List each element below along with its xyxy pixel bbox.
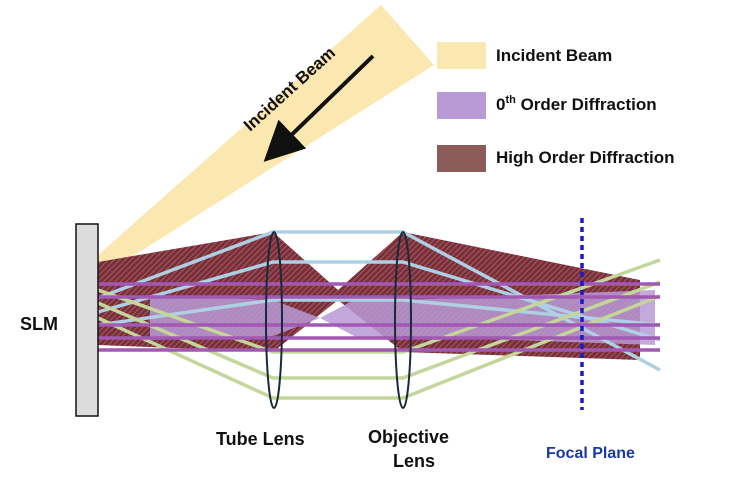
purple-rays [98,282,660,352]
green-rays [97,258,661,400]
tube-lens-label: Tube Lens [216,429,305,449]
focal-plane-label: Focal Plane [546,445,635,462]
objective-lens-label-line2: Lens [393,451,435,471]
blue-rays [97,230,661,372]
objective-lens [394,231,412,409]
legend-label-high-order: High Order Diffraction [496,148,675,167]
slm-device [75,223,99,417]
arrow-down-left-icon [263,54,375,162]
legend-label-zeroth: 0th Order Diffraction [496,94,657,114]
lens-icon [394,231,412,409]
lens-icon [265,231,283,409]
legend-label-incident: Incident Beam [496,46,612,65]
legend: Incident Beam 0th Order Diffraction High… [437,42,675,172]
legend-zeroth-rest: Order Diffraction [516,95,657,114]
legend-swatch-zeroth [437,92,486,119]
legend-swatch-high-order [437,145,486,172]
slm-label: SLM [20,314,58,334]
objective-lens-label-line1: Objective [368,427,449,447]
legend-swatch-incident [437,42,486,69]
legend-zeroth-number: 0 [496,95,505,114]
tube-lens [265,231,283,409]
legend-zeroth-superscript: th [505,94,516,106]
